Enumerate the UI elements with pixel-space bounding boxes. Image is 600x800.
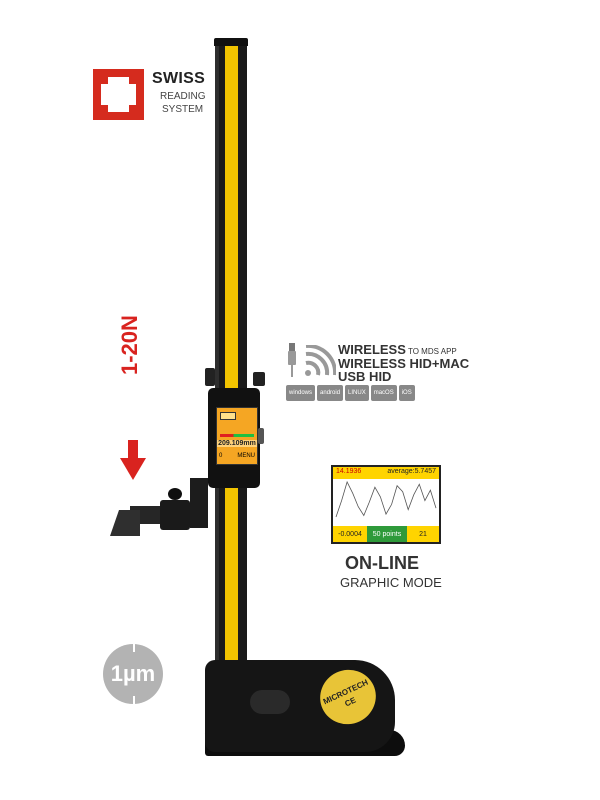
resolution-badge: 1µm <box>103 644 163 704</box>
swiss-flag-icon <box>93 69 144 120</box>
linux-badge: LINUX <box>345 385 369 401</box>
graph-points-button: 50 points <box>367 526 407 542</box>
wireless-icon <box>305 345 336 376</box>
gauge-beam-edge <box>215 46 219 674</box>
graph-plot <box>335 480 437 518</box>
battery-icon <box>220 412 236 420</box>
swiss-subtitle-line1: READING <box>160 91 206 102</box>
android-badge: android <box>317 385 344 401</box>
windows-badge: windows <box>286 385 316 401</box>
gauge-yellow-stripe <box>225 46 238 674</box>
lcd-screen: 209.109mm 0 MENU <box>216 407 258 465</box>
graph-header: 14.1936 average:5.7457 <box>333 467 439 479</box>
os-badges: windows android LINUX macOS iOS <box>286 385 415 401</box>
swiss-cross-horizontal <box>101 84 136 105</box>
badge-notch-bottom <box>133 696 135 704</box>
tolerance-bar <box>220 434 254 437</box>
side-button <box>258 428 264 444</box>
usb-hid-label: USB HID <box>338 369 392 384</box>
badge-notch-top <box>133 644 135 652</box>
graph-count: 21 <box>407 526 439 542</box>
screen-zero-button: 0 <box>219 453 223 459</box>
slider-arm <box>190 478 208 528</box>
ios-badge: iOS <box>398 385 415 401</box>
lock-knob <box>253 372 265 386</box>
gauge-base-hole <box>250 690 290 714</box>
graph-footer: -0.0004 50 points 21 <box>333 526 439 542</box>
graph-line <box>335 480 437 518</box>
mode-subtitle: GRAPHIC MODE <box>340 575 442 590</box>
scriber-tip <box>110 510 140 536</box>
swiss-title: SWISS <box>152 70 206 87</box>
ce-mark: CE <box>343 695 358 709</box>
wireless-hid-label: WIRELESS HID+MAC <box>338 356 470 371</box>
resolution-label: 1µm <box>110 661 156 686</box>
graph-min-value: -0.0004 <box>333 526 367 542</box>
usb-plug-icon <box>288 343 296 377</box>
force-label: 1-20N <box>117 315 142 375</box>
graph-current-value: 14.1936 <box>336 468 362 475</box>
macos-badge: macOS <box>370 385 397 401</box>
wireless-suffix: TO MDS APP <box>405 347 457 356</box>
swiss-subtitle-line2: SYSTEM <box>162 104 204 115</box>
mode-title: ON-LINE <box>345 553 419 573</box>
clamp-screw-icon <box>168 488 182 500</box>
screen-reading: 209.109mm <box>217 440 257 447</box>
scriber-clamp <box>160 500 190 530</box>
screen-menu-button: MENU <box>237 453 255 459</box>
wireless-app-label: WIRELESS TO MDS APP <box>338 342 457 357</box>
fine-adjust-knob <box>205 368 215 386</box>
down-arrow-icon <box>120 458 146 480</box>
graph-average: average:5.7457 <box>387 468 436 475</box>
force-arrow-shaft <box>128 440 138 460</box>
gauge-beam-cap <box>214 38 248 46</box>
wireless-main: WIRELESS <box>338 342 406 357</box>
graph-panel: 14.1936 average:5.7457 -0.0004 50 points… <box>331 465 441 544</box>
